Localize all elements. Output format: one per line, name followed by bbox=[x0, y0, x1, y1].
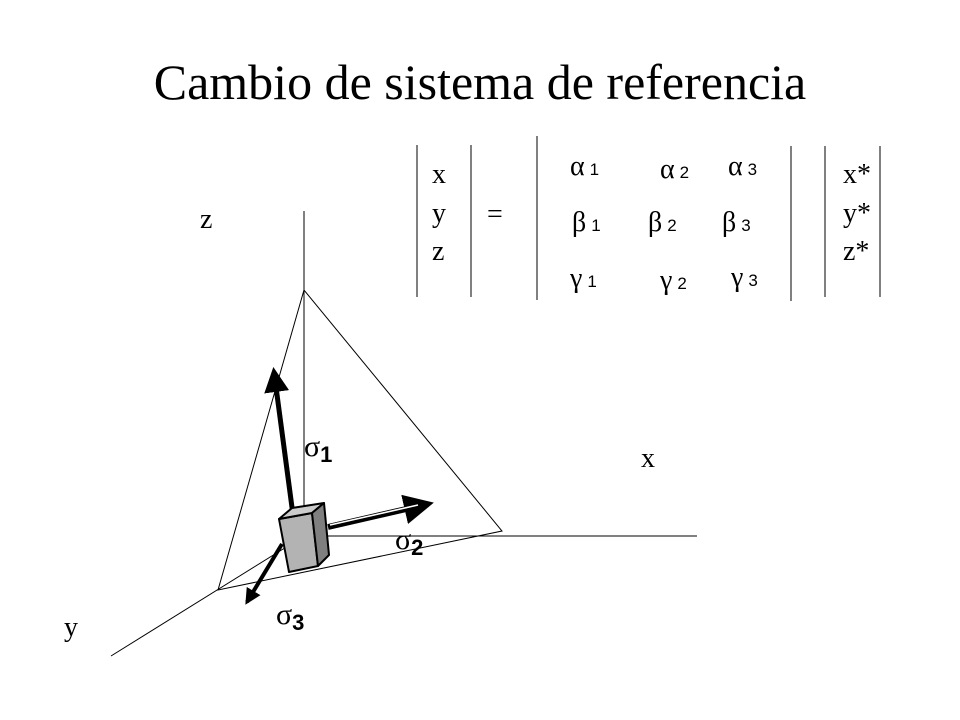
sigma-2-label: σ2 bbox=[395, 523, 424, 561]
left-vector-x: x bbox=[432, 159, 446, 190]
oblique-plane bbox=[217, 288, 503, 591]
y-axis-line bbox=[110, 535, 305, 657]
sigma-1-arrow bbox=[264, 367, 296, 516]
right-vector-z: z* bbox=[843, 236, 870, 267]
sigma-1-label: σ1 bbox=[304, 430, 333, 468]
right-vector-y: y* bbox=[843, 198, 871, 229]
sigma-3-arrow bbox=[245, 542, 284, 605]
right-vector-x: x* bbox=[843, 159, 871, 190]
page-title: Cambio de sistema de referencia bbox=[153, 54, 807, 110]
left-vector-y: y bbox=[432, 198, 446, 229]
sigma-2-arrow bbox=[327, 494, 434, 530]
left-vector-z: z bbox=[432, 236, 445, 267]
sigma-3-label: σ3 bbox=[276, 598, 305, 636]
equation-brackets bbox=[416, 136, 881, 301]
y-axis-label: y bbox=[64, 612, 78, 643]
x-axis-label: x bbox=[641, 443, 655, 474]
z-axis-label: z bbox=[200, 204, 213, 235]
stress-element-cube bbox=[278, 502, 330, 573]
equals-sign: = bbox=[487, 199, 503, 230]
